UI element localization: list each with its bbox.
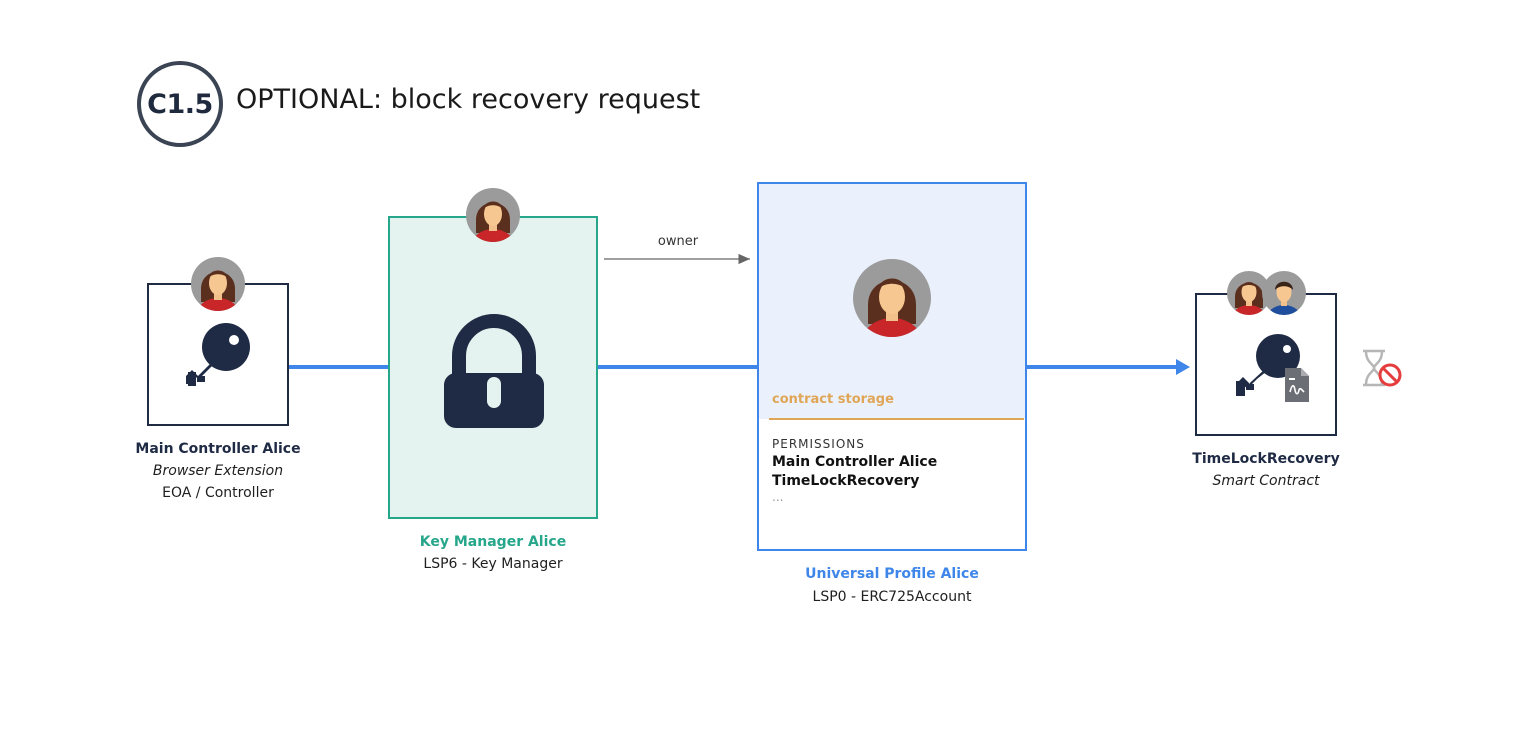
main-controller-name: Main Controller Alice bbox=[135, 441, 301, 457]
main-controller-subtitle: Browser Extension bbox=[152, 463, 284, 479]
main-controller-caption: Main Controller Alice Browser Extension … bbox=[118, 438, 318, 504]
key-manager-type: LSP6 - Key Manager bbox=[423, 556, 563, 572]
timelock-subtitle: Smart Contract bbox=[1212, 473, 1320, 489]
step-badge: C1.5 bbox=[137, 61, 223, 147]
key-manager-box bbox=[388, 216, 598, 519]
timelock-box bbox=[1195, 293, 1337, 436]
contract-storage-label: contract storage bbox=[772, 392, 894, 407]
key-icon bbox=[1236, 334, 1300, 396]
avatar-alice bbox=[1227, 271, 1271, 315]
avatar-alice bbox=[853, 259, 931, 337]
universal-profile-type: LSP0 - ERC725Account bbox=[812, 589, 972, 605]
avatar-bob bbox=[1262, 271, 1306, 315]
diagram-title: OPTIONAL: block recovery request bbox=[236, 84, 701, 115]
timelock-name: TimeLockRecovery bbox=[1192, 451, 1340, 467]
hourglass-blocked-icon bbox=[1363, 349, 1402, 387]
universal-profile-caption: Universal Profile Alice LSP0 - ERC725Acc… bbox=[792, 563, 992, 608]
edge-profile-timelock-arrowhead bbox=[1176, 359, 1190, 375]
timelock-caption: TimeLockRecovery Smart Contract bbox=[1166, 448, 1366, 492]
permission-item: Main Controller Alice bbox=[772, 454, 938, 470]
key-icon bbox=[186, 323, 250, 386]
lock-icon bbox=[444, 314, 544, 428]
key-manager-name: Key Manager Alice bbox=[419, 534, 567, 550]
main-controller-type: EOA / Controller bbox=[162, 485, 274, 501]
universal-profile-name: Universal Profile Alice bbox=[805, 566, 979, 582]
avatar-alice bbox=[466, 188, 520, 242]
universal-profile-box: contract storage PERMISSIONS Main Contro… bbox=[757, 182, 1027, 551]
avatar-alice bbox=[191, 257, 245, 311]
permission-item: TimeLockRecovery bbox=[772, 473, 920, 489]
document-signature-icon bbox=[1285, 368, 1309, 402]
key-manager-caption: Key Manager Alice LSP6 - Key Manager bbox=[393, 531, 593, 575]
permissions-more: ... bbox=[772, 490, 784, 504]
storage-divider bbox=[769, 418, 1024, 420]
permissions-heading: PERMISSIONS bbox=[772, 437, 865, 451]
owner-label: owner bbox=[657, 234, 699, 249]
